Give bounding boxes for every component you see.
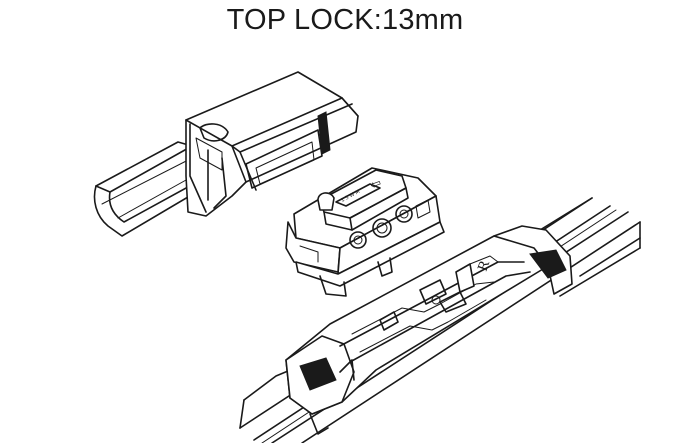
lock-slot (419, 279, 447, 305)
center-post (455, 263, 475, 293)
diagram-title: TOP LOCK:13mm (226, 4, 464, 36)
rivet-hole-right (395, 205, 413, 223)
wiper-blade: R (239, 197, 641, 443)
rivet-hole-center (372, 218, 392, 238)
latch-tab (317, 192, 335, 211)
wiper-arm-hook (93, 71, 359, 237)
direction-arrow-icon: ⇦ (368, 176, 383, 194)
end-cap-vent-right (529, 249, 567, 279)
rivet-hole-left (349, 231, 367, 249)
top-lock-adapter: 1 3 W M ⇦ (285, 167, 445, 297)
end-cap-vent-left (299, 357, 337, 391)
